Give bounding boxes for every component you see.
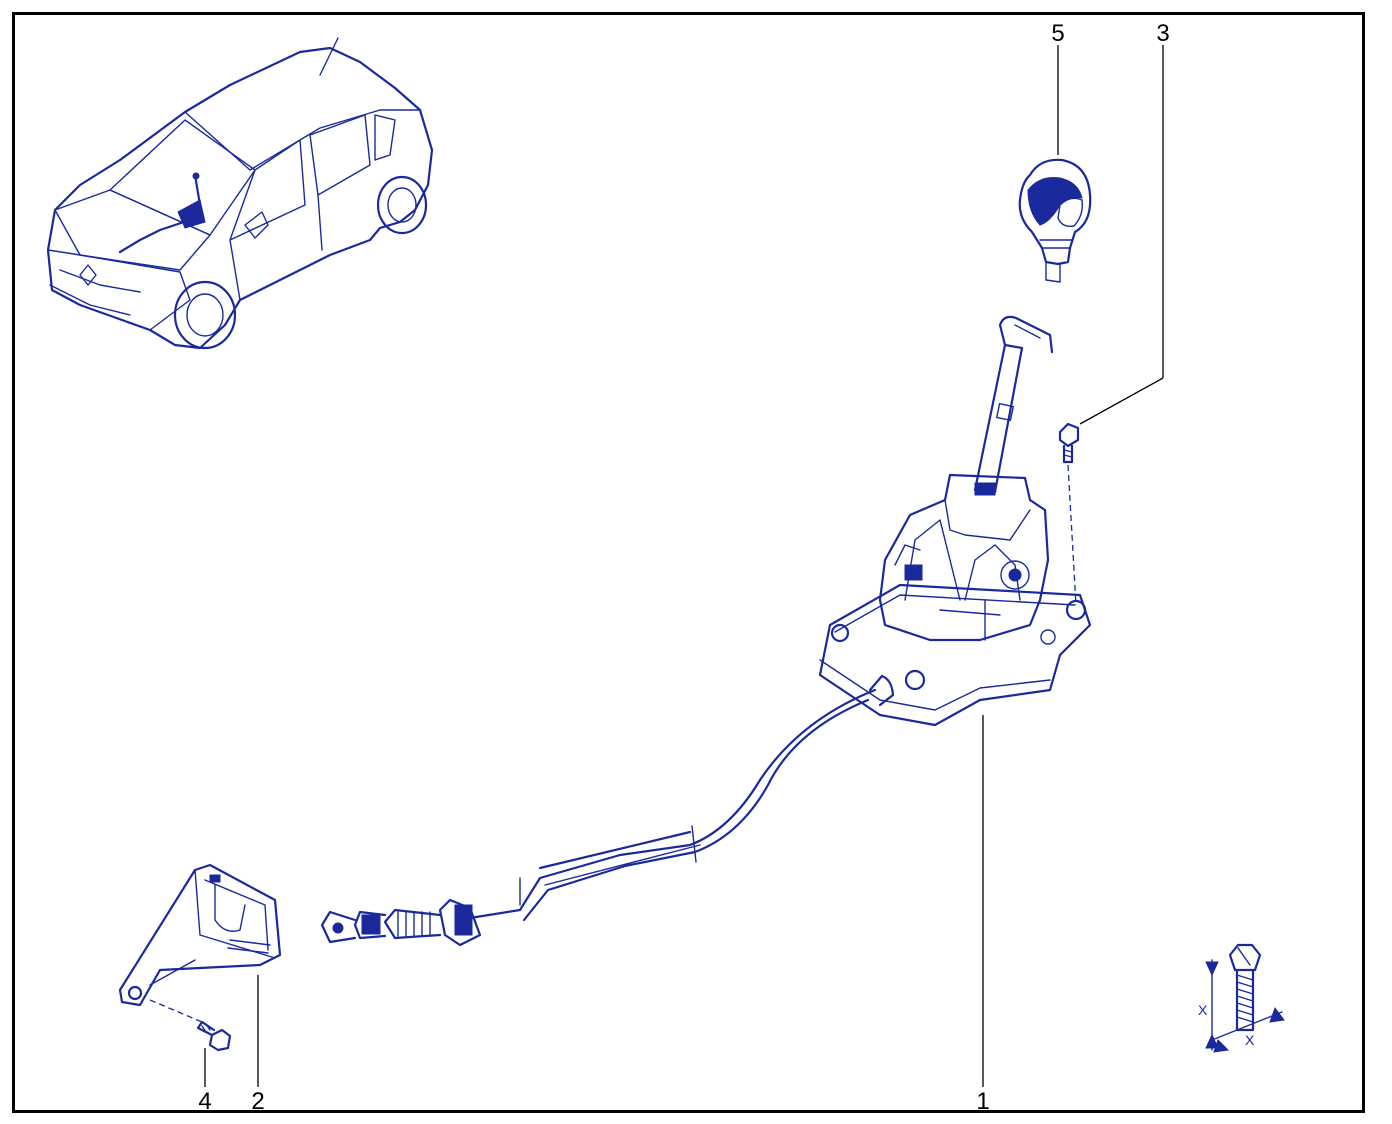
part-label-2: 2 (251, 1088, 265, 1115)
gear-shift-cable (320, 688, 877, 947)
torque-x-label-right: X (1245, 1032, 1255, 1048)
torque-symbol (1205, 943, 1285, 1053)
part-label-4: 4 (198, 1088, 212, 1115)
leader-lines (204, 45, 1164, 1087)
leader-3b (1079, 377, 1164, 425)
car-overview-illustration (46, 37, 434, 350)
torque-x-label-left: X (1198, 1002, 1208, 1018)
gear-shifter-assembly-part-1 (818, 315, 1092, 727)
gear-knob-part-5 (1018, 158, 1092, 283)
bolt-3-install-path (1067, 464, 1077, 606)
cable-bracket-part-2 (118, 863, 282, 1007)
screw-part-4 (196, 1020, 232, 1052)
screw-4-install-path (149, 999, 203, 1023)
part-label-1: 1 (976, 1088, 990, 1115)
part-label-3: 3 (1156, 20, 1170, 47)
bolt-part-3 (1058, 422, 1080, 464)
part-label-5: 5 (1051, 20, 1065, 47)
